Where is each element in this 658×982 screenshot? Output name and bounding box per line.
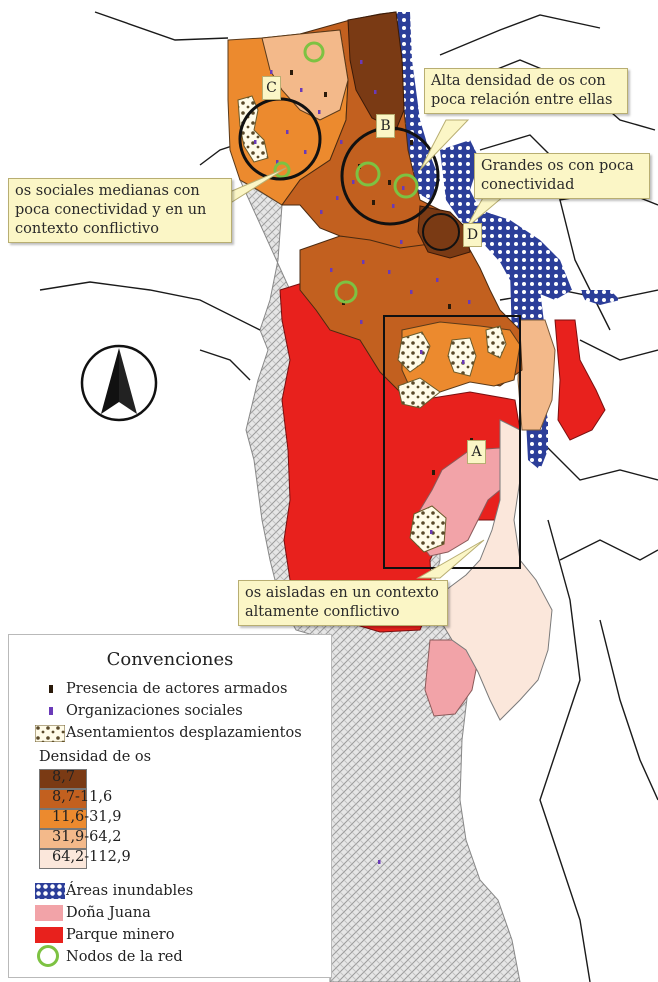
callout-isolated-os: os aisladas en un contexto altamente con… <box>238 580 448 626</box>
legend-settlements-label: Asentamientos desplazamientos <box>66 725 302 741</box>
parque-minero-area-east <box>554 319 606 441</box>
density-label-2: 8,7-11,6 <box>52 789 113 805</box>
callout-large-os: Grandes os con poca conectividad <box>474 153 650 199</box>
social-organizations-markers <box>254 60 471 864</box>
network-node-markers <box>273 41 419 304</box>
zone-label-d: D <box>463 223 482 247</box>
density-label-3: 11,6-31,9 <box>52 809 122 825</box>
flood-symbol <box>35 883 65 899</box>
callout-high-density: Alta densidad de os con poca relación en… <box>424 68 628 114</box>
density-label-1: 8,7 <box>52 769 76 785</box>
legend-armed-actors-label: Presencia de actores armados <box>66 681 288 697</box>
social-org-symbol <box>49 707 53 715</box>
legend-density-title: Densidad de os <box>39 749 152 765</box>
legend-parque-minero-label: Parque minero <box>66 927 175 943</box>
legend-title: Convenciones <box>106 649 234 670</box>
north-arrow-icon <box>80 344 158 422</box>
network-node-symbol <box>37 945 59 967</box>
zone-label-a: A <box>467 440 486 464</box>
density-swatch-2 <box>39 789 87 809</box>
settlement-symbol <box>35 725 65 742</box>
legend-flood-label: Áreas inundables <box>66 883 194 899</box>
dona-juana-swatch <box>35 905 63 921</box>
density-label-4: 31,9-64,2 <box>52 829 122 845</box>
density-swatch-5 <box>39 849 87 869</box>
zone-label-b: B <box>376 114 395 138</box>
zone-d-circle <box>422 213 460 251</box>
density-label-5: 64,2-112,9 <box>52 849 131 865</box>
density-swatch-1 <box>39 769 87 789</box>
legend-network-nodes-label: Nodos de la red <box>66 949 183 965</box>
zone-label-c: C <box>262 76 281 100</box>
density-class-4-area <box>517 319 556 431</box>
displaced-settlements <box>237 95 507 553</box>
legend-dona-juana-label: Doña Juana <box>66 905 151 921</box>
density-swatch-4 <box>39 829 87 849</box>
legend-panel: Convenciones Presencia de actores armado… <box>8 634 332 978</box>
callout-medium-os: os sociales medianas con poca conectivid… <box>8 178 232 243</box>
parque-minero-swatch <box>35 927 63 943</box>
legend-social-orgs: Organizaciones sociales <box>9 701 331 721</box>
density-class-1-area-north <box>347 11 405 131</box>
legend-armed-actors: Presencia de actores armados <box>9 679 331 699</box>
density-swatch-3 <box>39 809 87 829</box>
armed-actor-symbol <box>49 685 53 693</box>
legend-settlements: Asentamientos desplazamientos <box>9 723 331 743</box>
legend-social-orgs-label: Organizaciones sociales <box>66 703 243 719</box>
